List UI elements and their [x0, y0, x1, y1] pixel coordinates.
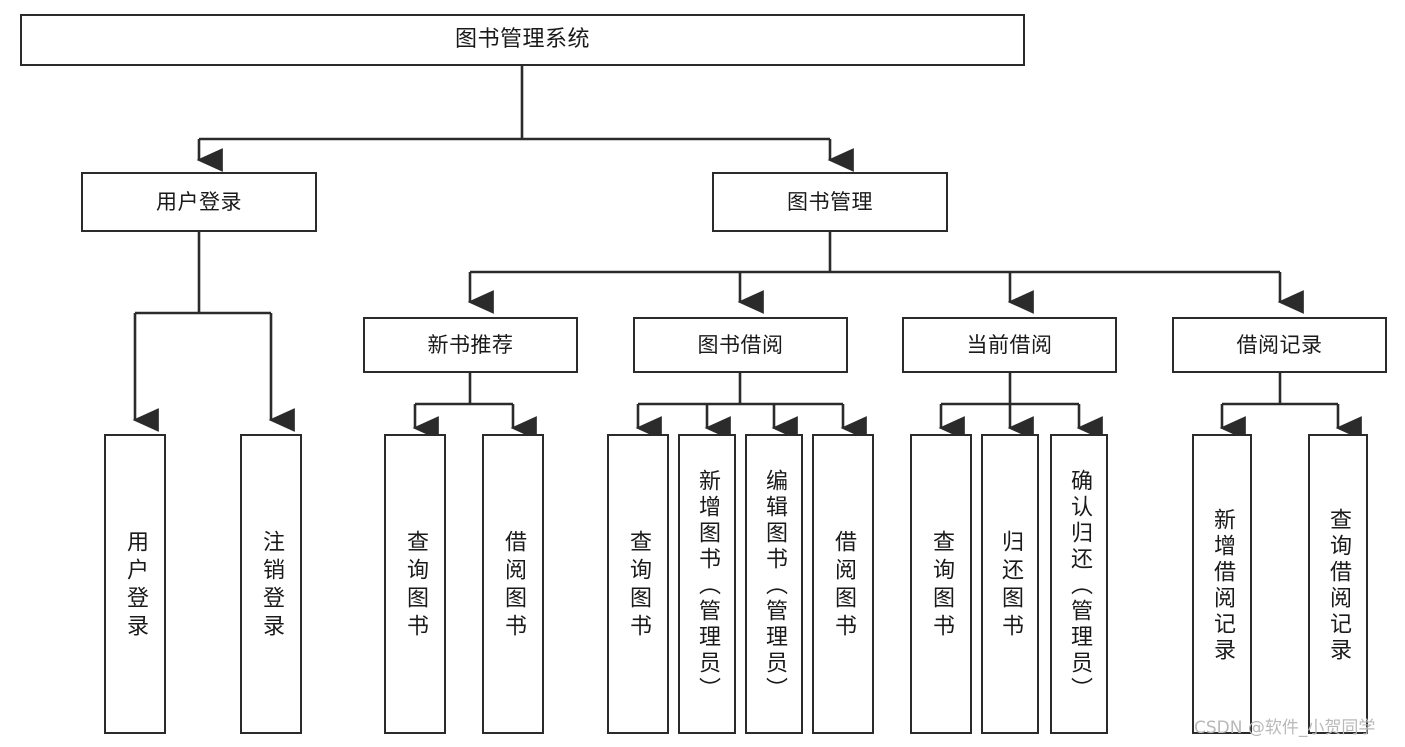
node-label: 查询图书	[929, 530, 954, 642]
leaf-current-return-book[interactable]: 归还图书	[981, 434, 1039, 734]
node-label: 查询借阅记录	[1326, 508, 1351, 664]
leaf-recommend-query-book[interactable]: 查询图书	[384, 434, 446, 734]
node-label: 用户登录	[156, 189, 242, 214]
leaf-current-confirm-return-admin[interactable]: 确认归还（管理员）	[1050, 434, 1108, 734]
csdn-watermark: CSDN @软件_小贺同学	[1194, 718, 1376, 738]
node-label: 图书管理	[787, 189, 873, 214]
node-label: 借阅图书	[501, 530, 526, 642]
node-label: 查询图书	[626, 530, 651, 642]
node-new-book-recommend[interactable]: 新书推荐	[363, 317, 578, 373]
node-label: 图书借阅	[697, 332, 784, 357]
node-current-borrow[interactable]: 当前借阅	[902, 317, 1117, 373]
leaf-borrow-add-book-admin[interactable]: 新增图书（管理员）	[678, 434, 736, 734]
node-label: 新书推荐	[427, 332, 514, 357]
node-borrow-record[interactable]: 借阅记录	[1172, 317, 1387, 373]
leaf-logout-login[interactable]: 注销登录	[240, 434, 302, 734]
leaf-user-login[interactable]: 用户登录	[104, 434, 166, 734]
node-book-borrow[interactable]: 图书借阅	[633, 317, 848, 373]
node-label: 当前借阅	[966, 332, 1053, 357]
node-label: 借阅记录	[1236, 332, 1323, 357]
leaf-recommend-borrow-book[interactable]: 借阅图书	[482, 434, 544, 734]
node-label: 确认归还（管理员）	[1067, 469, 1092, 703]
node-root-system[interactable]: 图书管理系统	[20, 14, 1025, 66]
leaf-current-query-book[interactable]: 查询图书	[910, 434, 972, 734]
node-book-management[interactable]: 图书管理	[712, 172, 948, 232]
node-label: 用户登录	[123, 530, 148, 642]
node-label: 注销登录	[259, 530, 284, 642]
node-user-login[interactable]: 用户登录	[81, 172, 317, 232]
node-label: 借阅图书	[831, 530, 856, 642]
leaf-record-add-borrow-record[interactable]: 新增借阅记录	[1192, 434, 1252, 734]
node-label: 编辑图书（管理员）	[762, 469, 787, 703]
node-label: 图书管理系统	[454, 27, 590, 53]
node-label: 新增图书（管理员）	[695, 469, 720, 703]
leaf-borrow-query-book[interactable]: 查询图书	[607, 434, 669, 734]
leaf-record-query-borrow-record[interactable]: 查询借阅记录	[1308, 434, 1368, 734]
leaf-borrow-borrow-book[interactable]: 借阅图书	[812, 434, 874, 734]
node-label: 查询图书	[403, 530, 428, 642]
node-label: 归还图书	[998, 530, 1023, 642]
leaf-borrow-edit-book-admin[interactable]: 编辑图书（管理员）	[745, 434, 803, 734]
node-label: 新增借阅记录	[1210, 508, 1235, 664]
